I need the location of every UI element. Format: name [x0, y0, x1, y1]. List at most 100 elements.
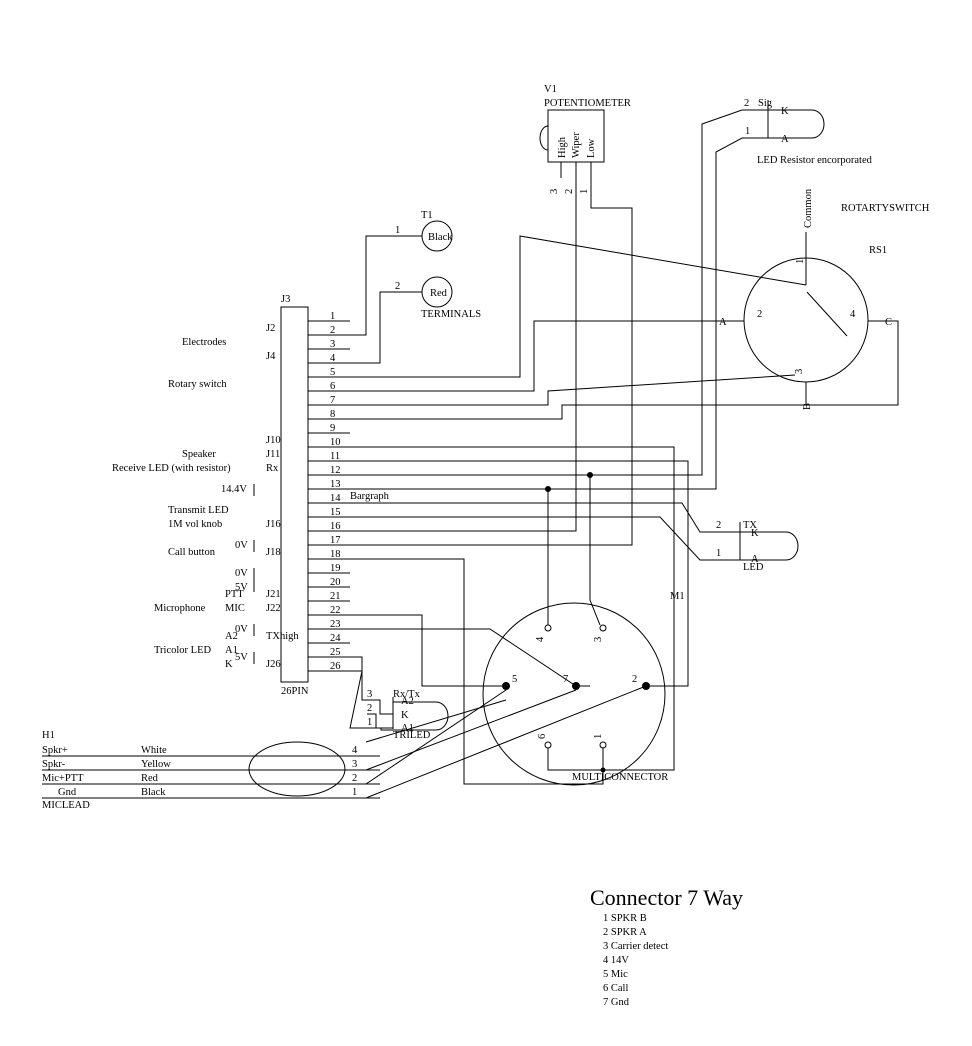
electrodes-label: Electrodes [182, 337, 226, 348]
v5a-label: 5V [235, 582, 248, 593]
pin-number: 2 [330, 325, 335, 336]
ov1-label: 0V [235, 540, 248, 551]
header-j3: J3 26PIN 1234567891011121314151617181920… [280, 294, 390, 697]
lead-color: White [141, 745, 167, 756]
led-pin1: 1 [745, 126, 750, 137]
pin-number: 17 [330, 535, 341, 546]
pot-high-label: High [557, 136, 568, 158]
pin-number: 21 [330, 591, 341, 602]
call-label: Call button [168, 547, 216, 558]
rs-common-label: Common [803, 188, 814, 228]
label-j21: J21 [266, 589, 281, 600]
lead-number: 4 [352, 745, 358, 756]
tx-label: TX [743, 520, 757, 531]
t1-ref: T1 [421, 210, 433, 221]
v5b-label: 5V [235, 652, 248, 663]
legend-item: 6 Call [603, 983, 628, 994]
lead-color: Yellow [141, 759, 171, 770]
label-rx: Rx [266, 463, 279, 474]
t1-red-label: Red [430, 288, 448, 299]
vol-knob-label: 1M vol knob [168, 519, 222, 530]
tri-k: K [401, 710, 409, 721]
pin-number: 23 [330, 619, 341, 630]
pin-number: 25 [330, 647, 341, 658]
ov3-label: 0V [235, 624, 248, 635]
t1-pin2: 2 [395, 281, 400, 292]
ptt-label: PTT [225, 589, 244, 600]
led-a: A [781, 134, 789, 145]
tx-k: K [751, 528, 759, 539]
m1-ref: M1 [670, 591, 685, 602]
label-j4: J4 [266, 351, 276, 362]
lead-color: Red [141, 773, 159, 784]
pin-number: 12 [330, 465, 341, 476]
rs-a: A [719, 317, 727, 328]
cable-bundle-ellipse [248, 741, 346, 797]
mc-label5: 5 [512, 674, 517, 685]
rs-ref: RS1 [869, 245, 887, 256]
mc-pin6 [544, 741, 552, 749]
mc-pin3 [599, 624, 607, 632]
legend-item: 3 Carrier detect [603, 941, 668, 952]
connector-legend: Connector 7 Way 1 SPKR B2 SPKR A3 Carrie… [590, 885, 743, 1008]
pot-pin3: 3 [549, 189, 560, 194]
legend-item: 5 Mic [603, 969, 628, 980]
pin-number: 13 [330, 479, 341, 490]
rs-name: ROTARTYSWITCH [841, 203, 930, 214]
multiconnector-m1: M1 MULTICONNECTOR 4 3 6 1 5 7 2 [482, 591, 685, 786]
rs-wiper [806, 291, 848, 337]
transmit-led-label: Transmit LED [168, 505, 229, 516]
rotary-label: Rotary switch [168, 379, 227, 390]
rs-pin3: 3 [794, 369, 805, 374]
pin-number: 19 [330, 563, 341, 574]
mc-pin4 [544, 624, 552, 632]
pin-number: 8 [330, 409, 335, 420]
mc-name: MULTICONNECTOR [572, 772, 668, 783]
led-body [768, 109, 825, 139]
mc-pin5 [502, 682, 510, 690]
pin-number: 1 [330, 311, 335, 322]
left-labels: Electrodes Rotary switch Speaker Receive… [112, 337, 255, 670]
pin-number: 22 [330, 605, 341, 616]
pin-number: 16 [330, 521, 341, 532]
lead-name: Gnd [58, 787, 77, 798]
j3-body [280, 306, 309, 683]
lead-number: 2 [352, 773, 357, 784]
legend-item: 4 14V [603, 955, 629, 966]
pin-number: 9 [330, 423, 335, 434]
microphone-label: Microphone [154, 603, 206, 614]
speaker-label: Speaker [182, 449, 216, 460]
label-j16: J16 [266, 519, 281, 530]
label-j26: J26 [266, 659, 281, 670]
h1-ref: H1 [42, 730, 55, 741]
pin-number: 14 [330, 493, 341, 504]
rotary-switch: Common 1 ROTARTYSWITCH RS1 2 4 3 A B C [719, 188, 930, 410]
tricolor-label: Tricolor LED [154, 645, 211, 656]
tri-pin1: 1 [367, 717, 372, 728]
label-j22: J22 [266, 603, 281, 614]
tri-pin3: 3 [367, 689, 372, 700]
tx-pin2: 2 [716, 520, 721, 531]
pin-number: 5 [330, 367, 335, 378]
pot-low-label: Low [586, 138, 597, 158]
legend-title: Connector 7 Way [590, 885, 743, 910]
pot-name: POTENTIOMETER [544, 98, 631, 109]
tx-led-label: LED [743, 562, 764, 573]
triled-body [393, 701, 449, 731]
tx-led-body [740, 531, 799, 561]
label-j18: J18 [266, 547, 281, 558]
rs-pin4: 4 [850, 309, 856, 320]
v144-label: 14.4V [221, 484, 247, 495]
pot-ref: V1 [544, 84, 557, 95]
tri-rxtx: Rx/Tx [393, 689, 421, 700]
label-txhigh: TXhigh [266, 631, 299, 642]
lead-number: 1 [352, 787, 357, 798]
a1-label: A1 [225, 645, 238, 656]
receive-led-label: Receive LED (with resistor) [112, 463, 231, 474]
tx-pin1: 1 [716, 548, 721, 559]
led-note: LED Resistor encorporated [757, 155, 873, 166]
rs-c: C [885, 317, 892, 328]
tricolor-led: 3 2 1 Rx/Tx A2 K A1 TRILED [367, 689, 449, 741]
bargraph-label: Bargraph [350, 491, 390, 502]
pin-number: 4 [330, 353, 336, 364]
